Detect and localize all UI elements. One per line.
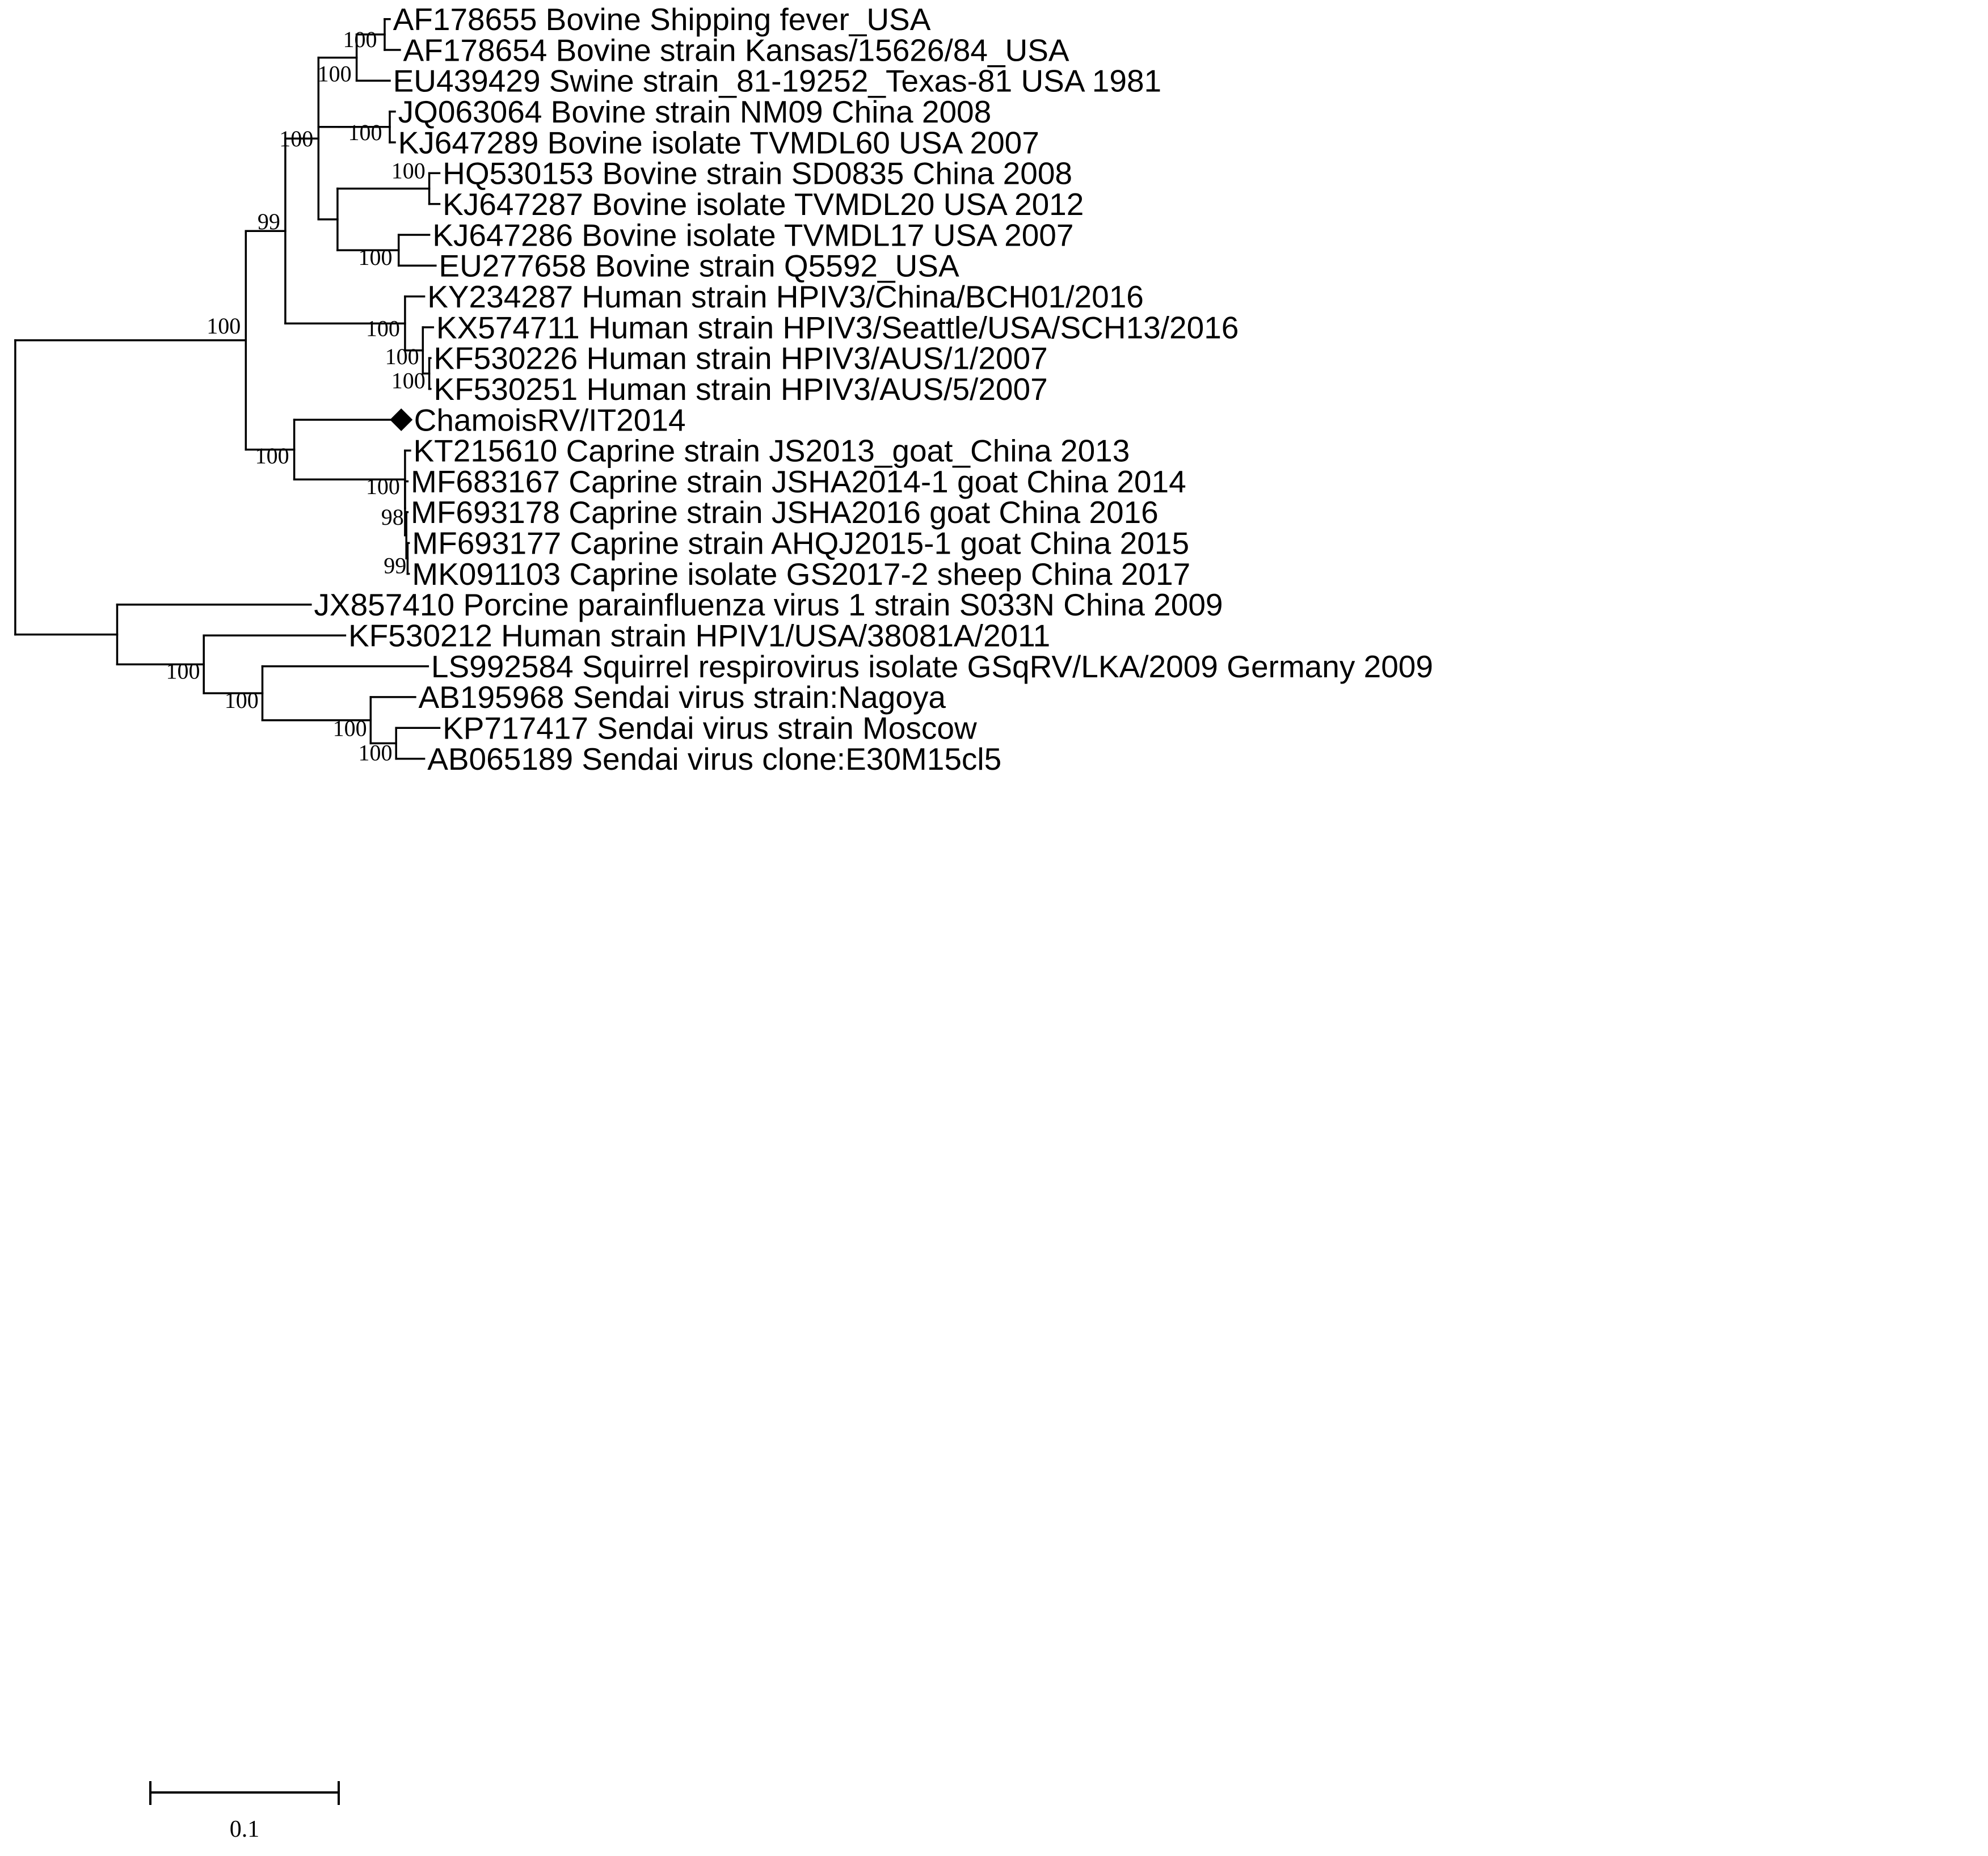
leaf-label-kj647289: KJ647289 Bovine isolate TVMDL60 USA 2007 <box>398 125 1039 160</box>
tree-branches <box>14 18 441 760</box>
bootstrap-hq-kj: 100 <box>391 158 426 183</box>
leaf-label-eu277658: EU277658 Bovine strain Q5592_USA <box>439 248 959 284</box>
leaf-label-mf683167: MF683167 Caprine strain JSHA2014-1 goat … <box>411 464 1186 499</box>
leaf-label-jx857410: JX857410 Porcine parainfluenza virus 1 s… <box>314 587 1223 622</box>
leaf-label-af178655: AF178655 Bovine Shipping fever_USA <box>393 2 931 37</box>
leaf-label-kp717417: KP717417 Sendai virus strain Moscow <box>443 710 977 745</box>
bootstrap-jq-kj: 100 <box>348 120 382 145</box>
bootstrap-hpiv3-root: 99 <box>258 209 280 234</box>
leaf-label-kj647287: KJ647287 Bovine isolate TVMDL20 USA 2012 <box>443 187 1084 222</box>
diamond-marker-icon <box>390 408 413 431</box>
leaf-label-kt215610: KT215610 Caprine strain JS2013_goat_Chin… <box>414 433 1130 469</box>
bootstrap-values: 1001001001001001009910010010010010010098… <box>166 27 426 765</box>
bootstrap-caprine-chamois: 100 <box>255 443 289 469</box>
leaf-label-mf693178: MF693178 Caprine strain JSHA2016 goat Ch… <box>411 495 1159 530</box>
scale-bar: 0.1 <box>149 1781 340 1842</box>
leaf-label-mf693177: MF693177 Caprine strain AHQJ2015-1 goat … <box>412 526 1189 561</box>
bootstrap-mf-sub: 98 <box>381 504 404 530</box>
leaf-label-kf530226: KF530226 Human strain HPIV3/AUS/1/2007 <box>433 341 1047 376</box>
leaf-label-ls992584: LS992584 Squirrel respirovirus isolate G… <box>431 649 1433 684</box>
leaf-label-kf530251: KF530251 Human strain HPIV3/AUS/5/2007 <box>433 372 1047 407</box>
leaf-label-eu439429: EU439429 Swine strain_81-19252_Texas-81 … <box>393 64 1162 99</box>
leaf-label-kf530212: KF530212 Human strain HPIV1/USA/38081A/2… <box>348 618 1050 653</box>
bootstrap-kf-pair: 100 <box>391 368 426 394</box>
bootstrap-af-pair: 100 <box>343 27 377 52</box>
bootstrap-hpiv3: 100 <box>366 316 400 341</box>
leaf-label-chamois: ChamoisRV/IT2014 <box>414 402 686 437</box>
leaf-label-kx574711: KX574711 Human strain HPIV3/Seattle/USA/… <box>436 310 1239 345</box>
bootstrap-outgroup-hpiv1: 100 <box>166 659 200 684</box>
leaf-label-jq063064: JQ063064 Bovine strain NM09 China 2008 <box>398 94 992 129</box>
bootstrap-hpiv3-bovine: 100 <box>207 313 241 339</box>
bootstrap-bovine-all: 100 <box>279 126 313 151</box>
leaf-label-ab195968: AB195968 Sendai virus strain:Nagoya <box>419 680 946 715</box>
bootstrap-kj-eu: 100 <box>359 244 393 270</box>
bootstrap-squirrel-sendai: 100 <box>225 687 259 713</box>
bootstrap-sendai: 100 <box>333 716 367 741</box>
leaf-label-mk091103: MK091103 Caprine isolate GS2017-2 sheep … <box>412 556 1190 592</box>
leaf-label-ab065189: AB065189 Sendai virus clone:E30M15cl5 <box>427 741 1001 777</box>
leaf-labels: AF178655 Bovine Shipping fever_USAAF1786… <box>314 2 1433 777</box>
leaf-label-hq530153: HQ530153 Bovine strain SD0835 China 2008 <box>443 156 1072 191</box>
leaf-label-kj647286: KJ647286 Bovine isolate TVMDL17 USA 2007 <box>432 217 1073 252</box>
bootstrap-mf-mk: 99 <box>384 552 406 578</box>
bootstrap-kx-group: 100 <box>385 344 419 369</box>
leaf-label-ky234287: KY234287 Human strain HPIV3/China/BCH01/… <box>427 279 1144 314</box>
bootstrap-af-eu: 100 <box>318 61 352 87</box>
bootstrap-kp-ab: 100 <box>359 740 393 765</box>
leaf-label-af178654: AF178654 Bovine strain Kansas/15626/84_U… <box>403 32 1069 68</box>
scale-bar-label: 0.1 <box>230 1816 260 1842</box>
bootstrap-caprine-group: 100 <box>366 474 400 499</box>
